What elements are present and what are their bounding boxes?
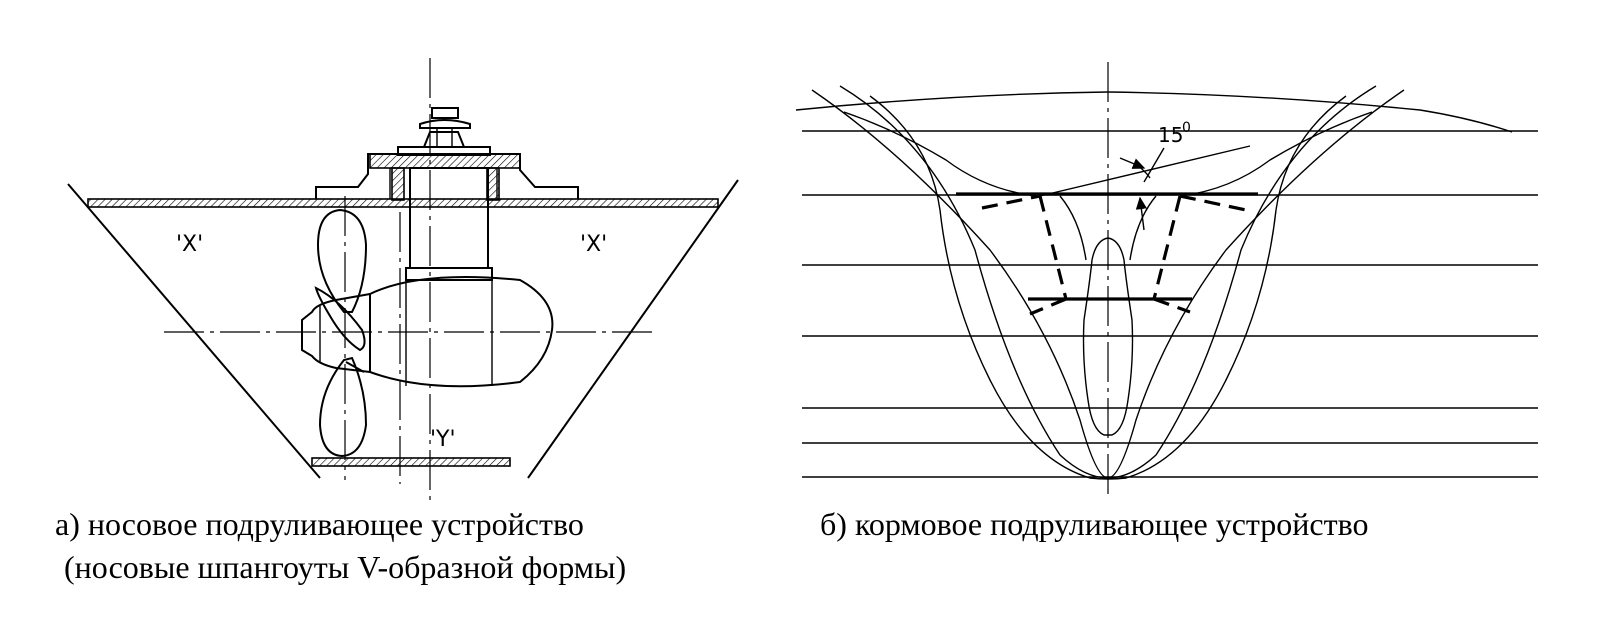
bottom-plate [311, 457, 511, 467]
caption-b: б) кормовое подруливающее устройство [820, 506, 1368, 542]
region-label-y-bottom: 'Y' [430, 427, 456, 452]
drive-head [397, 107, 491, 156]
region-label-x-left: 'X' [176, 232, 203, 257]
propeller [314, 208, 368, 458]
panel-a-axes [164, 58, 652, 506]
angle-label: 15 [1158, 123, 1183, 147]
waterlines [802, 130, 1538, 478]
thruster-shaft-column [405, 167, 493, 281]
panel-a-bow-thruster: 'X' 'X' 'Y' а) носовое подруливающее уст… [55, 58, 739, 585]
angle-unit: 0 [1182, 120, 1191, 136]
caption-a-line2: (носовые шпангоуты V-образной формы) [64, 549, 626, 585]
mounting-flange [315, 153, 579, 201]
bow-hull-outline [67, 179, 739, 479]
thruster-tunnel [956, 192, 1258, 316]
region-label-x-right: 'X' [580, 232, 607, 257]
caption-a-line1: а) носовое подруливающее устройство [55, 506, 584, 542]
panel-b-stern-thruster: 15 0 б) кормовое подруливающее устройств… [795, 62, 1538, 542]
angle-indicator: 15 0 [1039, 120, 1251, 231]
stern-frame-lines [795, 85, 1513, 480]
